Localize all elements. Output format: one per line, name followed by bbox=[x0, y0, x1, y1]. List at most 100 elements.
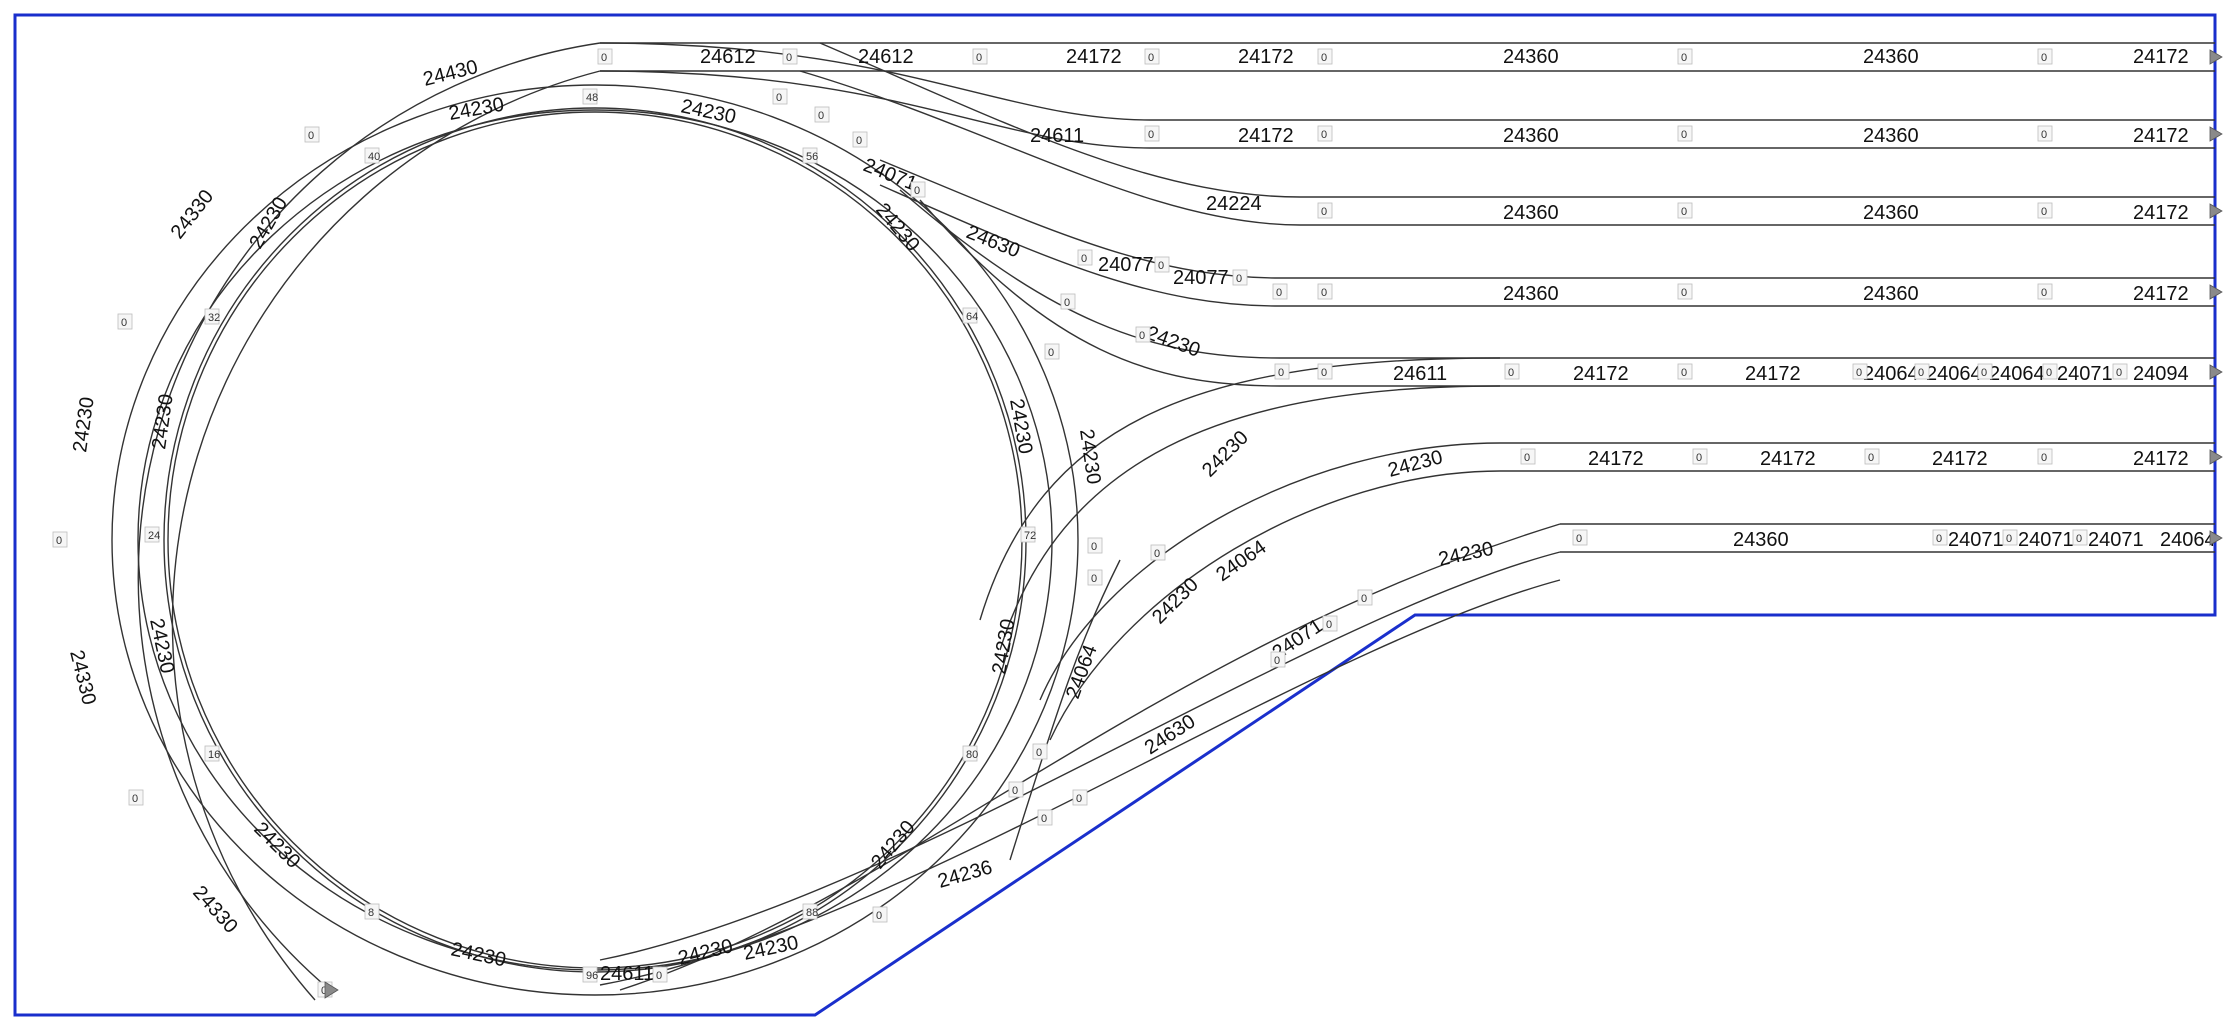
piece-label: 24172 bbox=[2133, 448, 2189, 470]
connector-label: 0 bbox=[1321, 367, 1327, 379]
connector-box bbox=[1357, 589, 1373, 606]
connector-label: 0 bbox=[1326, 619, 1332, 631]
connecting-rails bbox=[599, 42, 1561, 991]
connector-marker: 0 bbox=[1357, 589, 1373, 606]
connector-label: 0 bbox=[1041, 813, 1047, 825]
connector-box bbox=[1232, 269, 1248, 286]
track-end-arrow bbox=[2209, 126, 2223, 142]
connector-label: 0 bbox=[2076, 533, 2082, 545]
connector-marker: 0 bbox=[1135, 326, 1151, 343]
connector-marker: 0 bbox=[1270, 651, 1286, 668]
connector-marker: 0 bbox=[1677, 363, 1693, 380]
piece-label: 24230 bbox=[871, 199, 924, 256]
connector-label: 72 bbox=[1024, 530, 1036, 542]
connector-label: 0 bbox=[1158, 260, 1164, 272]
track-end-arrow bbox=[2209, 49, 2223, 65]
connector-box bbox=[1087, 537, 1103, 554]
connector-label: 0 bbox=[1681, 206, 1687, 218]
connector-box bbox=[1322, 615, 1338, 632]
connector-marker: 0 bbox=[1317, 363, 1333, 380]
connector-marker: 0 bbox=[872, 906, 888, 923]
connector-label: 0 bbox=[1696, 452, 1702, 464]
track-end-markers bbox=[324, 49, 2223, 999]
connector-label: 0 bbox=[1918, 367, 1924, 379]
connector-label: 56 bbox=[806, 151, 818, 163]
connector-label: 0 bbox=[2041, 206, 2047, 218]
connector-label: 0 bbox=[818, 110, 824, 122]
connector-label: 0 bbox=[1091, 573, 1097, 585]
connector-label: 0 bbox=[1524, 452, 1530, 464]
connector-box bbox=[1677, 48, 1693, 65]
connector-label: 0 bbox=[1036, 747, 1042, 759]
connector-box bbox=[1077, 249, 1093, 266]
ring-rails bbox=[111, 42, 1079, 1001]
connector-marker: 0 bbox=[1087, 569, 1103, 586]
connector-marker: 0 bbox=[1317, 202, 1333, 219]
connector-box bbox=[814, 106, 830, 123]
connector-label: 0 bbox=[2046, 367, 2052, 379]
piece-label: 24360 bbox=[1733, 529, 1789, 551]
connector-marker: 0 bbox=[1072, 789, 1088, 806]
piece-label: 24230 bbox=[148, 393, 178, 451]
connector-box bbox=[2037, 125, 2053, 142]
connector-box bbox=[1274, 363, 1290, 380]
connector-marker: 0 bbox=[782, 48, 798, 65]
piece-label: 24330 bbox=[65, 648, 100, 707]
connector-box bbox=[1317, 48, 1333, 65]
track-end-arrow bbox=[2209, 449, 2223, 465]
connector-marker: 0 bbox=[1272, 283, 1288, 300]
connector-box bbox=[52, 531, 68, 548]
piece-label: 24172 bbox=[1932, 448, 1988, 470]
connector-marker: 0 bbox=[597, 48, 613, 65]
connector-marker: 48 bbox=[582, 88, 598, 105]
connector-label: 0 bbox=[1868, 452, 1874, 464]
connector-label: 0 bbox=[1321, 206, 1327, 218]
connector-box bbox=[1144, 48, 1160, 65]
piece-label: 24172 bbox=[1745, 363, 1801, 385]
connector-box bbox=[1677, 283, 1693, 300]
connector-label: 64 bbox=[966, 311, 978, 323]
piece-label: 24077 bbox=[1098, 254, 1154, 276]
piece-label: 24071 bbox=[2057, 363, 2113, 385]
connector-box bbox=[2037, 283, 2053, 300]
piece-label: 24230 bbox=[245, 193, 292, 252]
connector-marker: 0 bbox=[1520, 448, 1536, 465]
connector-label: 0 bbox=[1148, 52, 1154, 64]
connector-label: 0 bbox=[121, 317, 127, 329]
connector-box bbox=[144, 526, 160, 543]
baseboard-outline bbox=[13, 13, 2217, 1017]
connector-box bbox=[1852, 363, 1868, 380]
connector-marker: 0 bbox=[1060, 293, 1076, 310]
connector-box bbox=[1144, 125, 1160, 142]
connector-label: 24 bbox=[148, 530, 160, 542]
connector-marker: 0 bbox=[1677, 283, 1693, 300]
piece-label: 24360 bbox=[1503, 125, 1559, 147]
piece-label: 24360 bbox=[1863, 46, 1919, 68]
connector-marker: 0 bbox=[1144, 48, 1160, 65]
piece-label: 24612 bbox=[858, 46, 914, 68]
piece-label: 24230 bbox=[1148, 574, 1203, 629]
connector-marker: 0 bbox=[1677, 202, 1693, 219]
connector-box bbox=[972, 48, 988, 65]
connector-marker: 0 bbox=[2002, 529, 2018, 546]
connector-box bbox=[582, 88, 598, 105]
connector-box bbox=[2002, 529, 2018, 546]
connector-marker: 64 bbox=[962, 307, 978, 324]
connector-marker: 24 bbox=[144, 526, 160, 543]
connector-label: 0 bbox=[2041, 452, 2047, 464]
connector-label: 0 bbox=[56, 535, 62, 547]
connector-label: 88 bbox=[806, 907, 818, 919]
piece-label: 24230 bbox=[1386, 446, 1445, 482]
connector-label: 0 bbox=[876, 910, 882, 922]
piece-label: 24360 bbox=[1503, 283, 1559, 305]
connector-marker: 0 bbox=[1852, 363, 1868, 380]
piece-label: 24172 bbox=[2133, 202, 2189, 224]
piece-label: 24230 bbox=[69, 396, 99, 454]
piece-label: 24630 bbox=[1141, 710, 1200, 759]
connector-box bbox=[1044, 343, 1060, 360]
connector-marker: 72 bbox=[1020, 526, 1036, 543]
connector-marker: 0 bbox=[1864, 448, 1880, 465]
connector-marker: 0 bbox=[1150, 544, 1166, 561]
